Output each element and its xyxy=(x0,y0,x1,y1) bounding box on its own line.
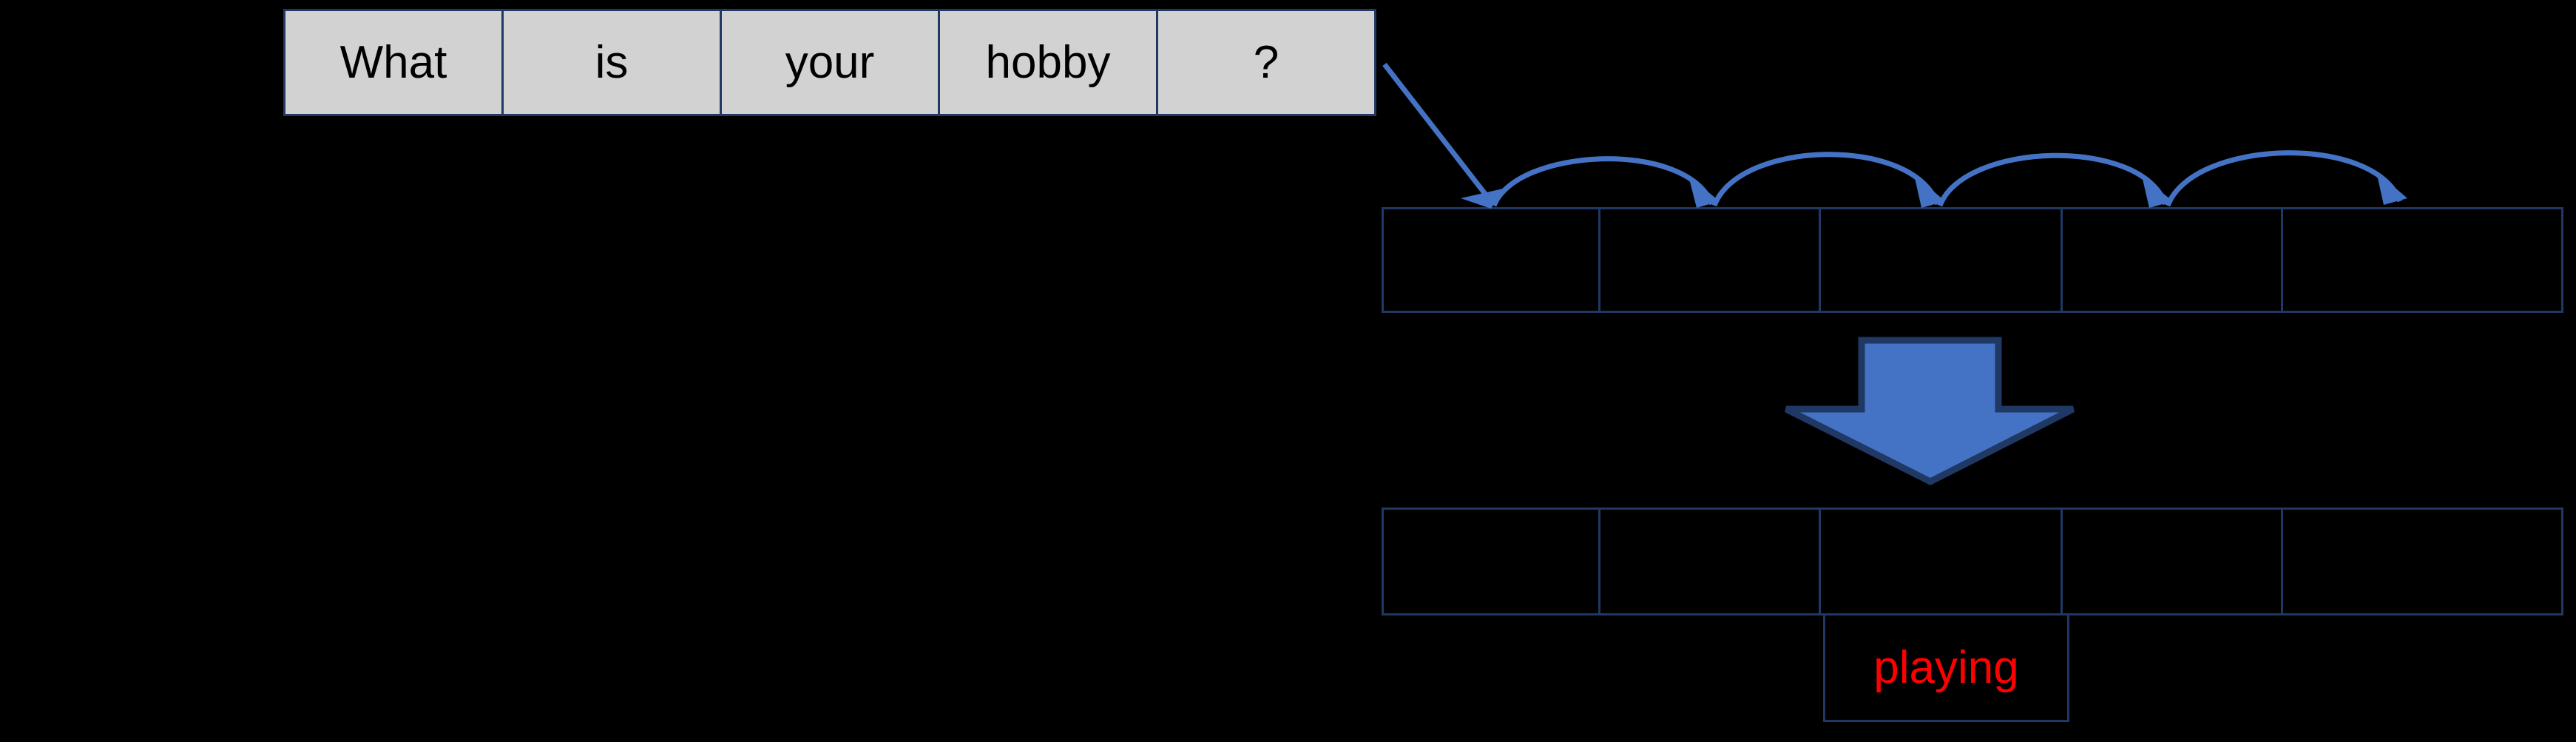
input-cell-0[interactable]: What xyxy=(283,9,504,116)
decoder-cell-1[interactable] xyxy=(1598,507,1821,615)
decoder-cell-2[interactable] xyxy=(1819,507,2063,615)
encoder-cell-4[interactable] xyxy=(2281,207,2563,313)
encoder-step-arrow-3 xyxy=(1937,152,2173,208)
input-sentence-table: What is your hobby ? xyxy=(283,9,1385,116)
decoder-cell-3[interactable] xyxy=(2061,507,2283,615)
input-cell-2[interactable]: your xyxy=(720,9,940,116)
input-to-encoder-arrow xyxy=(1382,62,1503,209)
encoder-step-arrow-2 xyxy=(1711,152,1945,208)
encoder-cell-2[interactable] xyxy=(1819,207,2063,313)
decoder-cell-0[interactable] xyxy=(1382,507,1600,615)
encoder-to-decoder-arrow xyxy=(1784,337,2075,486)
decoder-cell-4[interactable] xyxy=(2281,507,2563,615)
input-cell-4[interactable]: ? xyxy=(1156,9,1376,116)
encoder-step-arrow-1 xyxy=(1491,156,1720,208)
generated-word-cell[interactable]: playing xyxy=(1823,613,2069,722)
encoder-cell-1[interactable] xyxy=(1598,207,1821,313)
decoder-state-table xyxy=(1382,507,2570,615)
encoder-cell-3[interactable] xyxy=(2061,207,2283,313)
encoder-state-table xyxy=(1382,207,2570,313)
input-cell-1[interactable]: is xyxy=(501,9,722,116)
encoder-cell-0[interactable] xyxy=(1382,207,1600,313)
encoder-step-arrow-4 xyxy=(2165,150,2407,207)
input-cell-3[interactable]: hobby xyxy=(938,9,1158,116)
